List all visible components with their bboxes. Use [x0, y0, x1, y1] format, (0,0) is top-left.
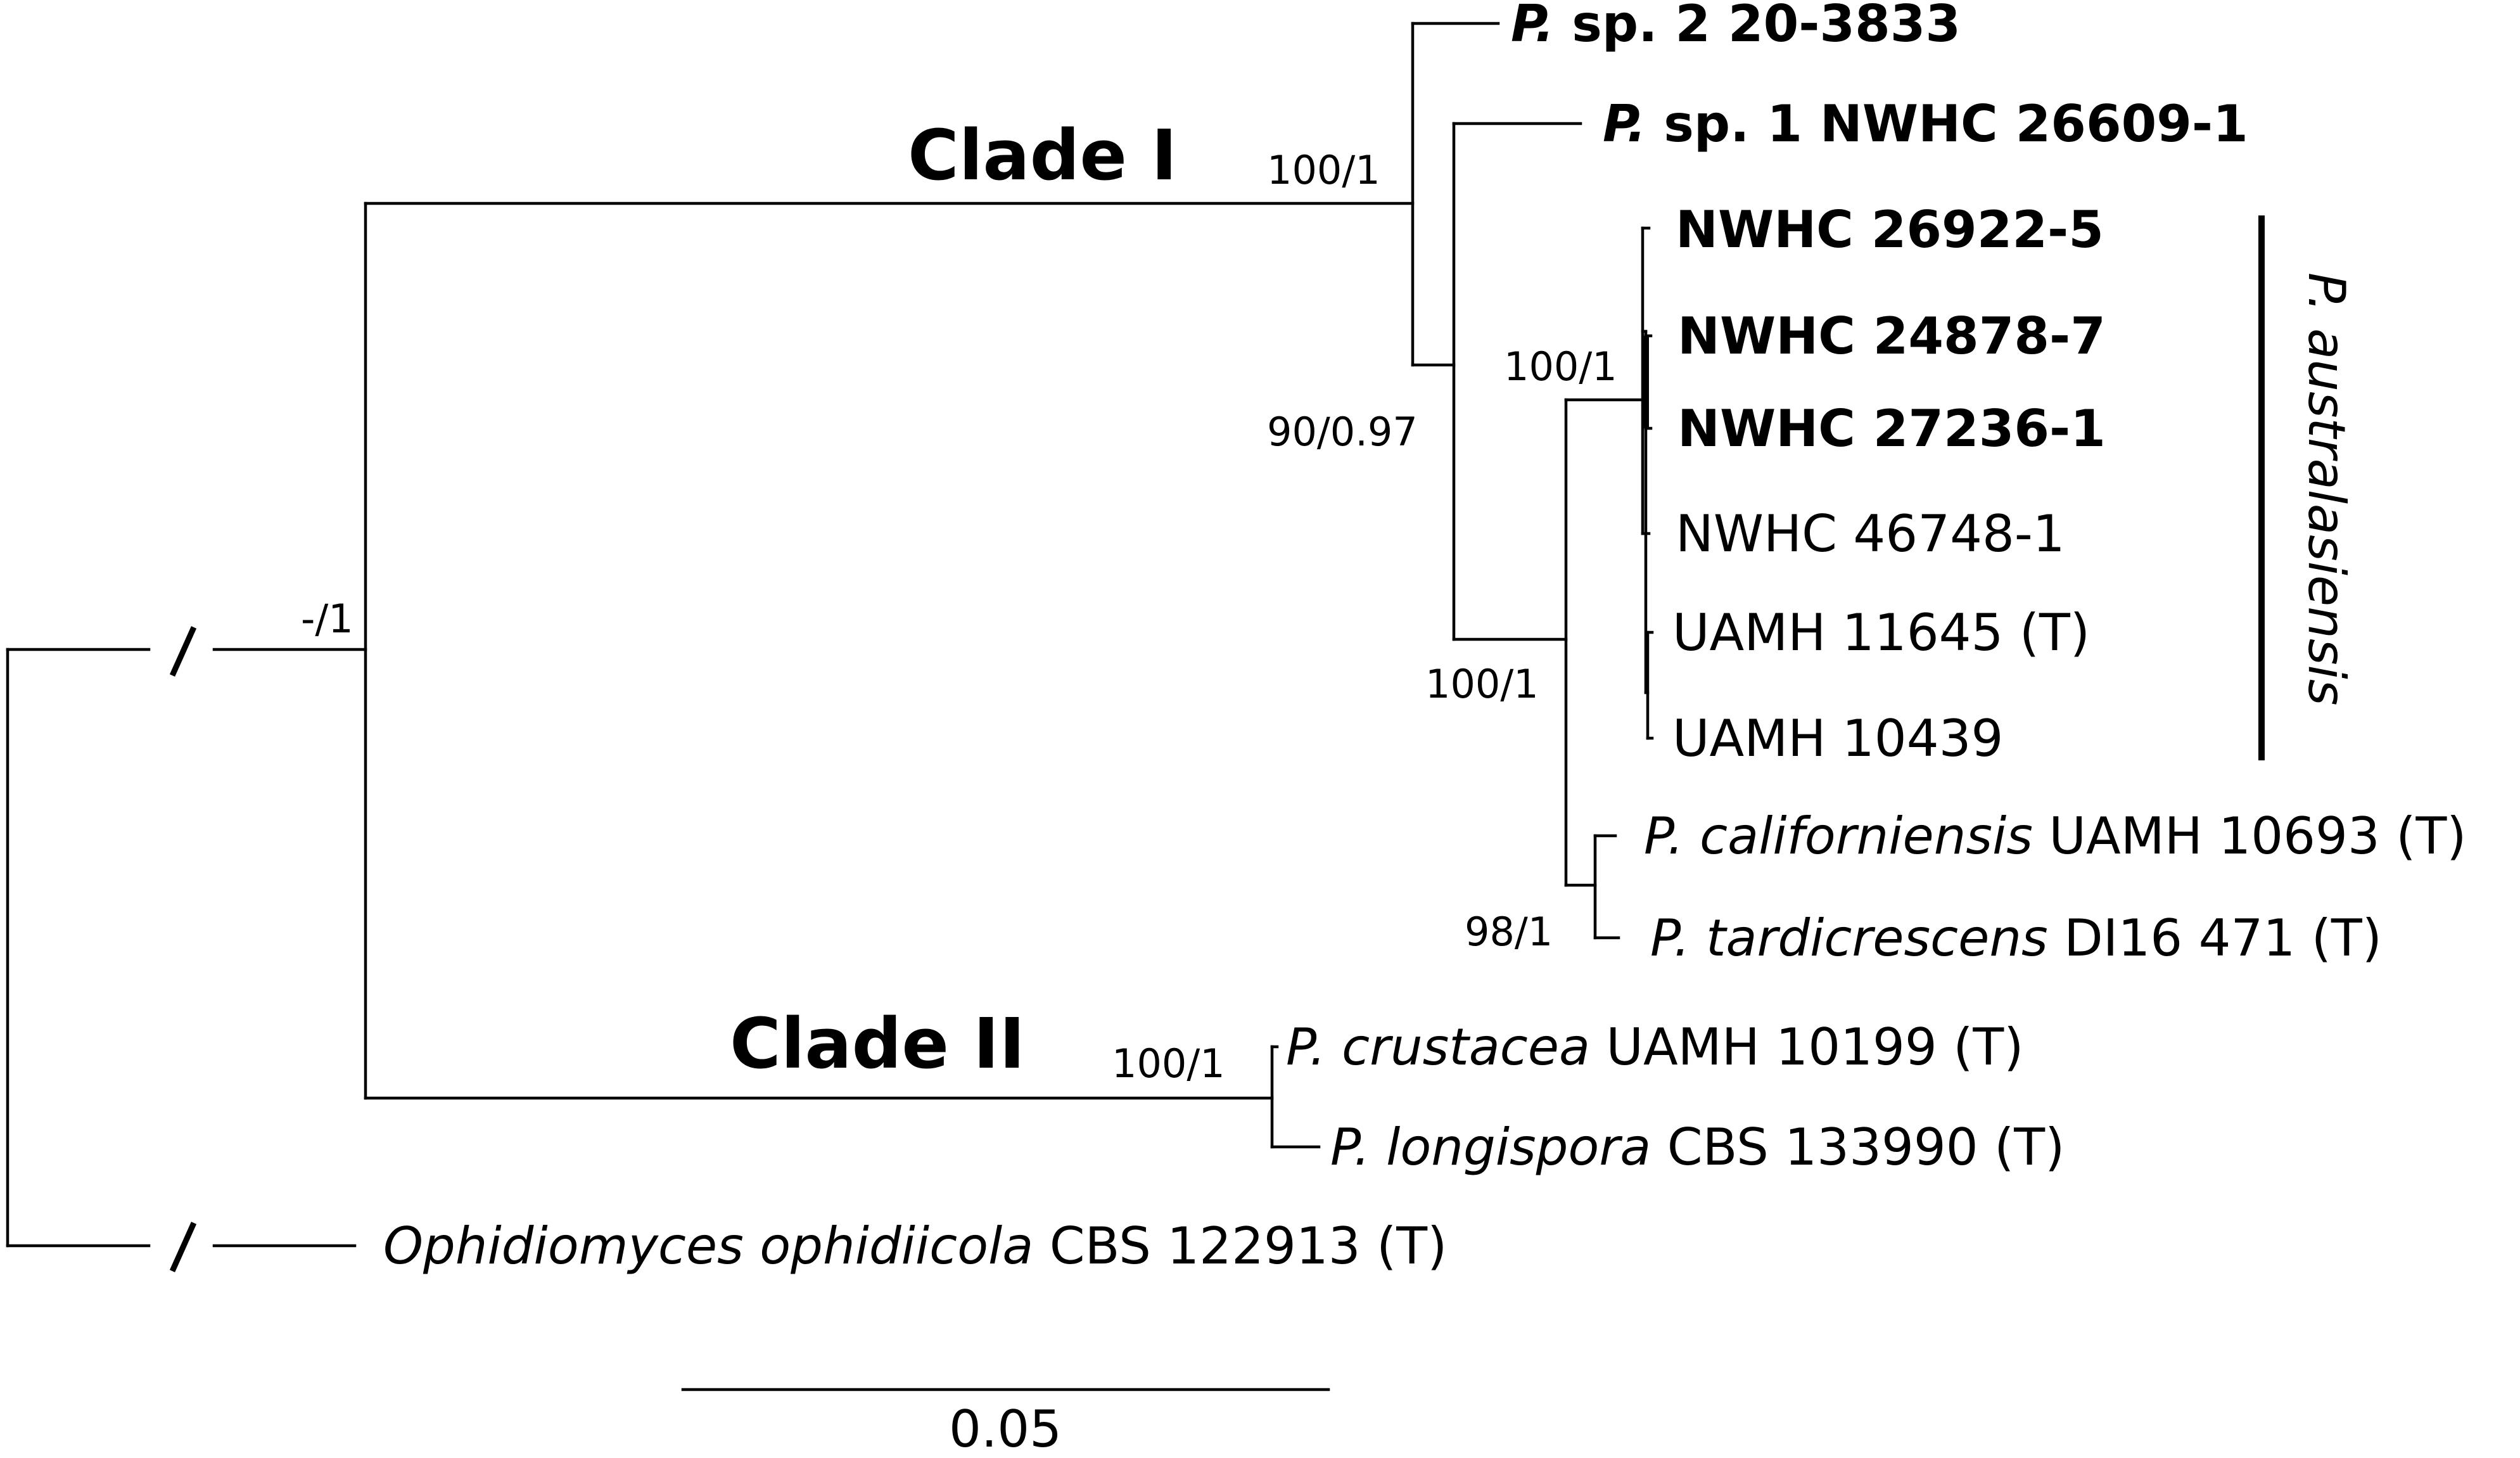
taxon-label-t9: P. californiensis UAMH 10693 (T)	[1644, 807, 2467, 866]
taxon-strain: CBS 133990 (T)	[1651, 1118, 2065, 1177]
taxon-label-t5: NWHC 27236-1	[1677, 399, 2106, 458]
taxon-label-t3: NWHC 26922-5	[1676, 200, 2104, 259]
taxon-label-t10: P. tardicrescens DI16 471 (T)	[1650, 909, 2382, 968]
taxon-genus: P.	[1603, 94, 1646, 153]
break-mark-outgroup	[169, 1222, 197, 1272]
break-mark-ingroup	[169, 626, 197, 677]
clade-label-1: Clade I	[908, 115, 1177, 196]
taxon-label-t8: UAMH 10439	[1672, 709, 2003, 768]
taxon-species: P. longispora	[1330, 1118, 1651, 1177]
taxon-strain: sp. 2 20-3833	[1554, 0, 1961, 53]
taxon-strain: sp. 1 NWHC 26609-1	[1646, 94, 2248, 153]
taxon-label-t11: P. crustacea UAMH 10199 (T)	[1286, 1018, 2024, 1077]
branch-break-marks	[169, 626, 197, 1272]
support-node-sp1-rest: 90/0.97	[1267, 409, 1418, 455]
taxon-label-t13: Ophidiomyces ophidiicola CBS 122913 (T)	[383, 1217, 1447, 1276]
taxon-label-t4: NWHC 24878-7	[1677, 307, 2106, 366]
support-values: -/1 100/1 90/0.97 100/1 100/1 98/1 100/1	[301, 147, 1617, 1087]
taxon-label-t7: UAMH 11645 (T)	[1672, 603, 2090, 662]
taxon-species: P. tardicrescens	[1650, 909, 2048, 968]
taxon-species: P. californiensis	[1644, 807, 2033, 866]
taxon-label-t1: P. sp. 2 20-3833	[1511, 0, 1961, 53]
taxon-strain: DI16 471 (T)	[2048, 909, 2382, 968]
support-clade2: 100/1	[1112, 1040, 1225, 1087]
support-clade1: 100/1	[1267, 147, 1380, 193]
taxon-strain: CBS 122913 (T)	[1033, 1217, 1447, 1276]
taxon-strain: UAMH 10693 (T)	[2033, 807, 2467, 866]
taxon-species: Ophidiomyces ophidiicola	[383, 1217, 1033, 1276]
taxon-label-t12: P. longispora CBS 133990 (T)	[1330, 1118, 2065, 1177]
taxon-label-t6: NWHC 46748-1	[1676, 504, 2065, 563]
support-node-aus-rest: 100/1	[1425, 661, 1539, 707]
taxon-strain: UAMH 10199 (T)	[1590, 1018, 2024, 1077]
taxon-label-t2: P. sp. 1 NWHC 26609-1	[1603, 94, 2248, 153]
species-bar-label: P. australasiensis	[2297, 272, 2356, 705]
tree-branches	[6, 22, 1654, 1248]
clade-label-2: Clade II	[730, 1003, 1025, 1084]
taxon-labels: P. sp. 2 20-3833 P. sp. 1 NWHC 26609-1 N…	[383, 0, 2467, 1276]
scale-bar-label: 0.05	[949, 1400, 1062, 1458]
support-node-aus: 100/1	[1504, 343, 1617, 390]
taxon-species: P. crustacea	[1286, 1018, 1590, 1077]
support-root-ingroup: -/1	[301, 596, 353, 642]
taxon-genus: P.	[1511, 0, 1554, 53]
support-node-cal-tar: 98/1	[1465, 909, 1553, 955]
